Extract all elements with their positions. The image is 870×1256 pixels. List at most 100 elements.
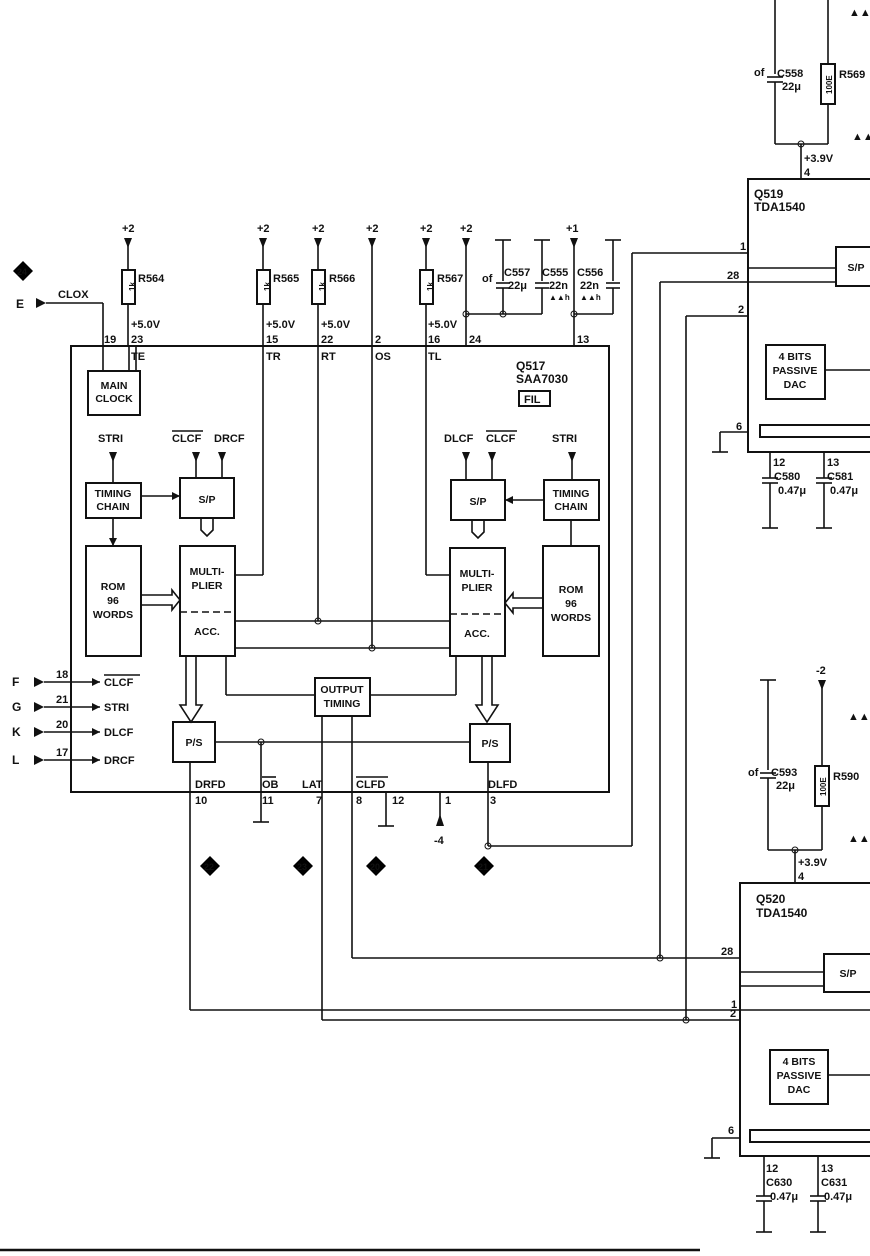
svg-text:28: 28 — [721, 946, 733, 958]
connector-21 — [474, 856, 494, 876]
svg-text:2: 2 — [375, 334, 381, 346]
svg-text:C630: C630 — [766, 1177, 792, 1189]
ic-q517-part: SAA7030 — [516, 372, 568, 386]
ps-right-label: P/S — [482, 738, 499, 750]
main-clock-label-1: MAIN — [101, 380, 128, 392]
timing-chain-left-l1: TIMING — [95, 488, 132, 500]
svg-text:+2: +2 — [420, 223, 433, 235]
svg-text:TR: TR — [266, 351, 281, 363]
svg-text:24: 24 — [17, 267, 27, 277]
svg-text:1: 1 — [445, 795, 451, 807]
svg-text:12: 12 — [766, 1163, 778, 1175]
svg-text:Q519: Q519 — [754, 187, 784, 201]
svg-text:4 BITS: 4 BITS — [779, 351, 812, 363]
svg-text:22μ: 22μ — [776, 780, 795, 792]
multiplier-block-left — [179, 545, 236, 657]
svg-text:Q520: Q520 — [756, 892, 786, 906]
dac-block-q520 — [769, 1049, 829, 1105]
fil-badge-box — [518, 390, 551, 407]
svg-text:TDA1540: TDA1540 — [754, 200, 806, 214]
clox-label: CLOX — [58, 289, 89, 301]
svg-text:100E: 100E — [819, 777, 828, 796]
svg-text:18: 18 — [56, 669, 68, 681]
svg-text:PASSIVE: PASSIVE — [773, 365, 818, 377]
svg-text:23: 23 — [297, 862, 307, 872]
svg-text:4: 4 — [804, 167, 811, 179]
svg-text:CLFD: CLFD — [356, 779, 385, 791]
svg-text:C555: C555 — [542, 267, 568, 279]
svg-text:LAT: LAT — [302, 779, 323, 791]
input-f-label: F — [12, 675, 19, 689]
svg-text:28: 28 — [727, 270, 739, 282]
svg-text:3: 3 — [490, 795, 496, 807]
svg-text:+2: +2 — [366, 223, 379, 235]
svg-text:1k: 1k — [263, 282, 272, 291]
svg-text:of: of — [748, 767, 759, 779]
drcf-label-left: DRCF — [214, 433, 245, 445]
svg-text:R565: R565 — [273, 273, 299, 285]
rom-left-l2: 96 — [107, 595, 119, 607]
svg-text:TDA1540: TDA1540 — [756, 906, 808, 920]
rom-left-l1: ROM — [101, 581, 126, 593]
svg-text:C631: C631 — [821, 1177, 847, 1189]
stri-label-right: STRI — [552, 433, 577, 445]
svg-text:+3.9V: +3.9V — [804, 153, 834, 165]
stri-label-left: STRI — [98, 433, 123, 445]
connector-20 — [366, 856, 386, 876]
svg-text:15: 15 — [266, 334, 278, 346]
svg-text:0.47μ: 0.47μ — [770, 1191, 798, 1203]
input-g-label: G — [12, 700, 21, 714]
fil-badge: FIL — [524, 394, 541, 406]
svg-text:8: 8 — [356, 795, 362, 807]
svg-text:of: of — [754, 67, 765, 79]
svg-text:24: 24 — [469, 334, 482, 346]
svg-text:22μ: 22μ — [782, 81, 801, 93]
svg-text:6: 6 — [728, 1125, 734, 1137]
svg-text:OB: OB — [262, 779, 279, 791]
multiplier-left-l2: PLIER — [192, 580, 223, 592]
svg-text:1k: 1k — [426, 282, 435, 291]
sp-block-right — [450, 479, 506, 521]
input-e-label: E — [16, 297, 24, 311]
svg-text:C581: C581 — [827, 471, 853, 483]
svg-text:+2: +2 — [122, 223, 135, 235]
svg-text:1k: 1k — [318, 282, 327, 291]
svg-text:RT: RT — [321, 351, 336, 363]
svg-text:+1: +1 — [566, 223, 579, 235]
connector-22 — [200, 856, 220, 876]
clcf-label-right: CLCF — [486, 433, 516, 445]
svg-text:▲▲h: ▲▲h — [580, 293, 601, 302]
svg-text:R564: R564 — [138, 273, 165, 285]
svg-text:22μ: 22μ — [508, 280, 527, 292]
svg-text:1: 1 — [740, 241, 746, 253]
svg-text:20: 20 — [56, 719, 68, 731]
svg-text:13: 13 — [827, 457, 839, 469]
svg-text:22n: 22n — [549, 280, 568, 292]
acc-right-label: ACC. — [464, 628, 490, 640]
svg-text:1: 1 — [731, 999, 737, 1011]
timing-chain-right-l2: CHAIN — [554, 501, 587, 513]
svg-text:+2: +2 — [460, 223, 473, 235]
svg-text:22: 22 — [321, 334, 333, 346]
svg-text:16: 16 — [428, 334, 440, 346]
svg-text:▲▲h: ▲▲h — [852, 131, 870, 143]
svg-text:C593: C593 — [771, 767, 797, 779]
svg-text:+5.0V: +5.0V — [266, 319, 296, 331]
output-timing-block — [314, 677, 371, 717]
svg-text:0.47μ: 0.47μ — [824, 1191, 852, 1203]
svg-text:7: 7 — [316, 795, 322, 807]
ic-q517-outline — [70, 345, 610, 793]
svg-text:23: 23 — [131, 334, 143, 346]
svg-text:22: 22 — [204, 862, 214, 872]
rom-right-l2: 96 — [565, 598, 577, 610]
svg-text:13: 13 — [577, 334, 589, 346]
input-l-signal: DRCF — [104, 755, 135, 767]
svg-text:2: 2 — [738, 304, 744, 316]
svg-text:C558: C558 — [777, 68, 803, 80]
timing-chain-right — [543, 479, 600, 521]
ic-q517-ref: Q517 — [516, 359, 546, 373]
connector-23 — [293, 856, 313, 876]
output-timing-l2: TIMING — [324, 698, 361, 710]
svg-text:21: 21 — [56, 694, 68, 706]
